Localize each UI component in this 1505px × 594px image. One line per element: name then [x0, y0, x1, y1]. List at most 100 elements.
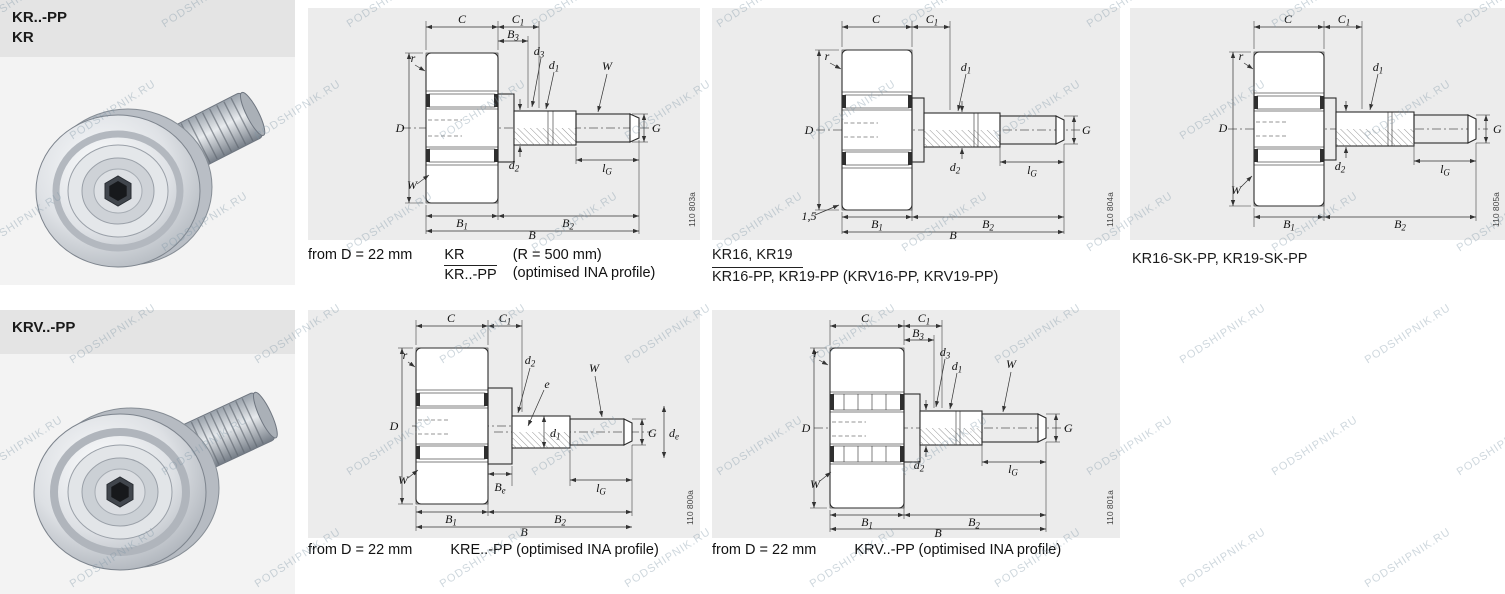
product-photo-kr: [0, 57, 295, 285]
dim-label-g: G: [1082, 123, 1091, 137]
dim-label-c: C: [458, 12, 467, 26]
roller-cross-section: [841, 49, 913, 211]
dim-label-w-bottom: W: [810, 477, 821, 491]
dim-label-d1: d1: [952, 359, 963, 375]
dim-label-c1: C1: [512, 12, 525, 28]
dim-label-b2: B2: [1394, 217, 1406, 233]
note-radius: (R = 500 mm): [512, 247, 602, 263]
caption-krv: from D = 22 mm KRV..-PP (optimised INA p…: [712, 541, 1120, 560]
drawing-number: 110 804a: [1105, 192, 1115, 227]
watermark-text: PODSHIPNIK.RU: [1177, 525, 1269, 591]
hex-socket: [106, 476, 134, 508]
dim-label-d1: d1: [1373, 60, 1384, 76]
dim-label-d2: d2: [1335, 159, 1346, 175]
roller-cross-section: [415, 347, 489, 505]
dim-label-d3: d3: [534, 44, 545, 60]
dim-label-b3: B3: [507, 27, 519, 43]
dim-label-d3: d3: [940, 345, 951, 361]
technical-drawing-kr: C C1 B3 d3 d1 W r D d2 G lG B1 B2 B W 11…: [395, 12, 697, 242]
header-kr-pp: KR..-PP: [12, 9, 68, 26]
dim-label-b2: B2: [982, 217, 994, 233]
dimension-labels: C C1 r d1 D d2 G lG B1 B2 B 1,5: [802, 12, 1092, 242]
caption-prefix: from D = 22 mm: [308, 542, 413, 558]
caption-notes: (R = 500 mm) (optimised INA profile): [513, 246, 656, 282]
dim-label-b1: B1: [871, 217, 883, 233]
dimension-lines: [1229, 21, 1490, 227]
drawing-panel-kre: C C1 d2 e W r D d1 G de W Be lG B1 B2 B …: [308, 310, 700, 539]
dim-label-lg: lG: [602, 161, 612, 177]
dim-label-d: D: [395, 121, 405, 135]
dim-label-c: C: [861, 311, 870, 325]
dim-label-c1: C1: [499, 311, 512, 327]
dim-label-d1: d1: [550, 426, 561, 442]
header-krv-pp: KRV..-PP: [12, 319, 76, 336]
technical-drawing-krv: C C1 B3 d3 d1 W r D d2 lG G B1 B2 B W 11…: [801, 311, 1115, 540]
dim-label-r: r: [814, 346, 819, 360]
dimension-lines: [405, 21, 648, 234]
drawing-panel-krv: C C1 B3 d3 d1 W r D d2 lG G B1 B2 B W 11…: [712, 310, 1120, 540]
technical-drawing-kr16sk: C C1 r d1 D W d2 G lG B1 B2 110 805a: [1218, 12, 1502, 233]
dim-label-b3: B3: [912, 326, 924, 342]
dim-label-d: D: [804, 123, 814, 137]
dim-label-c1: C1: [918, 311, 931, 327]
dim-label-b: B: [949, 228, 957, 240]
dim-label-r: r: [825, 49, 830, 63]
stud-cross-section: [903, 393, 1047, 463]
dim-label-d: D: [1218, 121, 1228, 135]
dim-label-r: r: [403, 348, 408, 362]
designation-fraction: KR KR..-PP: [444, 246, 497, 284]
caption-prefix: from D = 22 mm: [712, 542, 817, 558]
dimension-labels: C C1 d2 e W r D d1 G de W Be lG B1 B2 B: [389, 311, 679, 539]
roller-body: [35, 108, 213, 268]
dim-label-b2: B2: [562, 216, 574, 232]
dimension-lines: [398, 320, 667, 531]
dim-label-d2: d2: [914, 458, 925, 474]
watermark-text: PODSHIPNIK.RU: [1362, 301, 1454, 367]
dim-label-w-bottom: W: [407, 178, 418, 192]
dim-label-d1: d1: [961, 60, 972, 76]
stud-cross-section: [911, 97, 1065, 163]
dim-label-b1: B1: [1283, 217, 1295, 233]
note-profile: (optimised INA profile): [512, 265, 656, 282]
dim-label-g: G: [652, 121, 661, 135]
dim-label-d: D: [801, 421, 811, 435]
caption-kre: from D = 22 mm KRE..-PP (optimised INA p…: [308, 541, 700, 560]
dim-label-g: G: [1064, 421, 1073, 435]
dim-label-b1: B1: [445, 512, 457, 528]
dimension-lines: [810, 320, 1060, 532]
drawing-number: 110 801a: [1105, 490, 1115, 525]
dim-label-c: C: [1284, 12, 1293, 26]
dim-label-b2: B2: [968, 515, 980, 531]
dim-label-w-top: W: [602, 59, 613, 73]
dim-label-g: G: [1493, 122, 1502, 136]
drawing-panel-kr16: C C1 r d1 D d2 G lG B1 B2 B 1,5 110 804a: [712, 8, 1120, 242]
dim-label-c: C: [447, 311, 456, 325]
dim-label-r: r: [1239, 49, 1244, 63]
dim-label-w: W: [1231, 183, 1242, 197]
header-kr: KR: [12, 29, 34, 47]
watermark-text: PODSHIPNIK.RU: [1269, 413, 1361, 479]
technical-drawing-kr16: C C1 r d1 D d2 G lG B1 B2 B 1,5 110 804a: [802, 12, 1116, 242]
dim-label-w-top: W: [589, 361, 600, 375]
dim-label-de: de: [669, 426, 679, 442]
dim-label-c1: C1: [1338, 12, 1351, 28]
dim-label-be: Be: [494, 480, 505, 496]
dimension-labels: C C1 B3 d3 d1 W r D d2 lG G B1 B2 B W: [801, 311, 1073, 540]
caption-kr16sk-line1: KR16-SK-PP, KR19-SK-PP: [1132, 251, 1308, 267]
drawing-number: 110 800a: [685, 490, 695, 525]
dim-label-w-top: W: [1006, 357, 1017, 371]
dim-label-r: r: [411, 51, 416, 65]
dim-label-d2: d2: [509, 158, 520, 174]
product-photo-krv: [0, 354, 295, 594]
dim-label-lg: lG: [1008, 462, 1018, 478]
stud-cross-section: [497, 93, 640, 163]
drawing-number: 110 803a: [687, 192, 697, 227]
dimension-lines: [814, 21, 1078, 235]
dim-label-b2: B2: [554, 512, 566, 528]
caption-kr16-line1: KR16, KR19: [712, 246, 803, 268]
dim-label-c1: C1: [926, 12, 939, 28]
dim-label-lg: lG: [1440, 162, 1450, 178]
dim-label-d: D: [389, 419, 399, 433]
dim-label-d2: d2: [525, 353, 536, 369]
